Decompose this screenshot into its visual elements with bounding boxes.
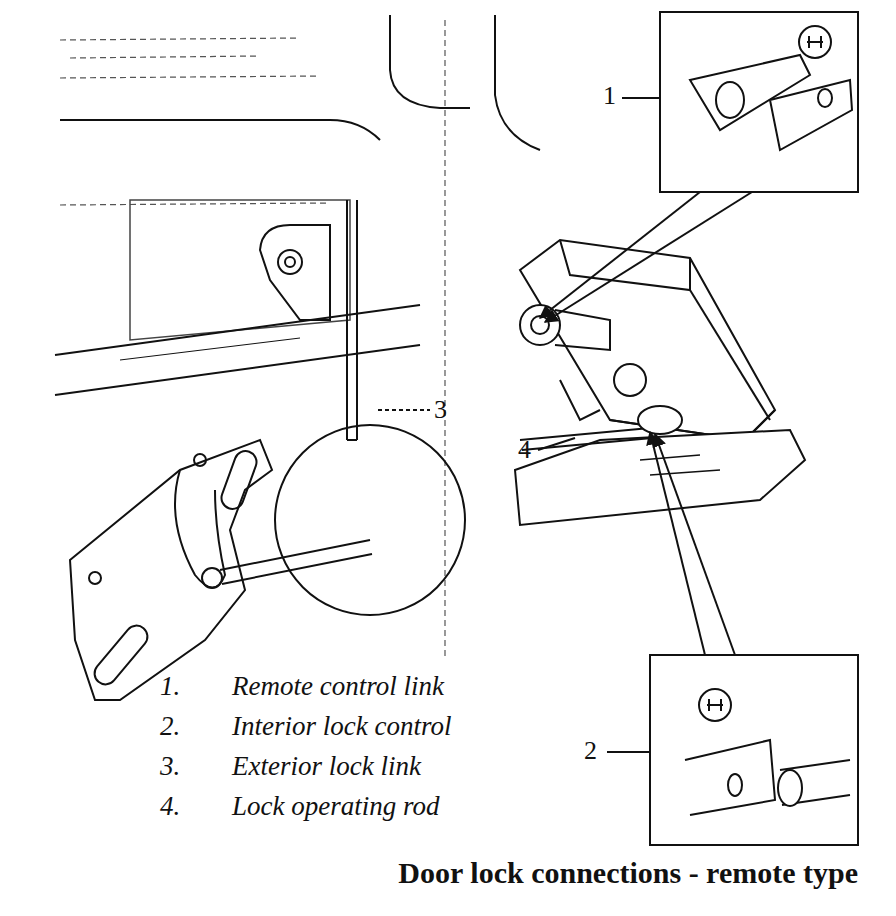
callout-number: 4 xyxy=(518,436,531,465)
callout-number: 1 xyxy=(603,82,616,111)
callout-number: 2 xyxy=(584,737,597,766)
list-number: 2. xyxy=(160,712,180,742)
part-name: Remote control link xyxy=(232,672,444,702)
part-name: Interior lock control xyxy=(232,712,451,742)
part-name: Lock operating rod xyxy=(232,792,439,822)
callout-number: 3 xyxy=(434,396,447,425)
list-number: 1. xyxy=(160,672,180,702)
list-number: 3. xyxy=(160,752,180,782)
figure-caption: Door lock connections - remote type xyxy=(398,856,858,889)
part-name: Exterior lock link xyxy=(232,752,421,782)
list-number: 4. xyxy=(160,792,180,822)
